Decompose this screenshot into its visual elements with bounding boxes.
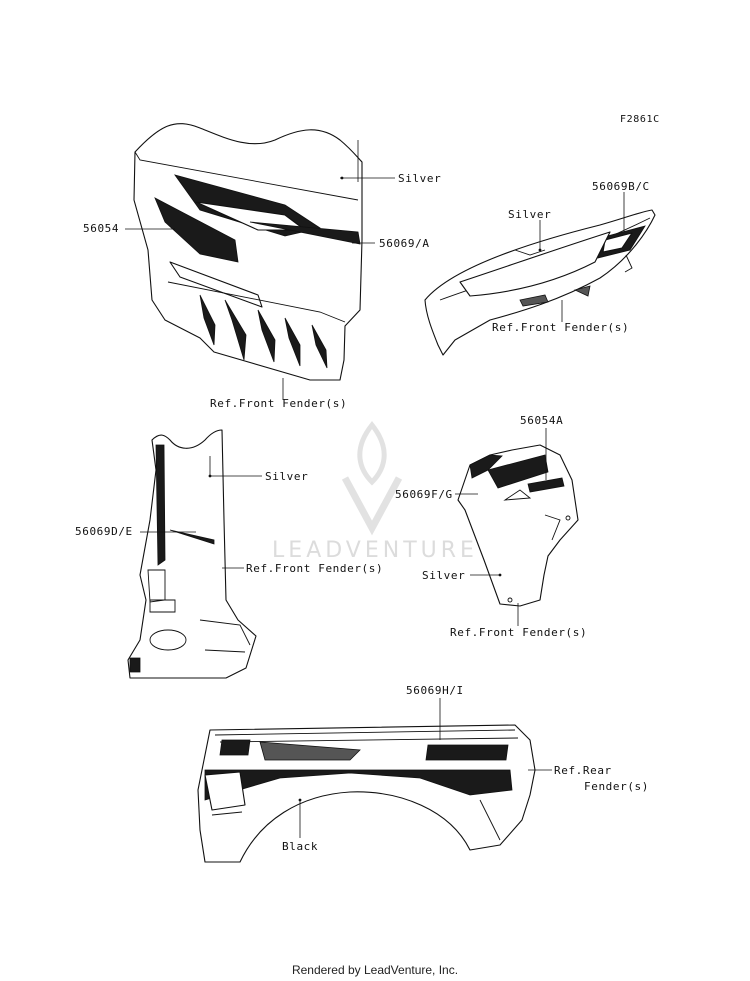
callout-ref-front-fender-c: Ref.Front Fender(s) xyxy=(246,562,383,575)
flame-logo-icon xyxy=(357,420,387,486)
callout-ref-rear-fender-line2: Fender(s) xyxy=(584,780,649,793)
front-fender-b xyxy=(424,209,656,356)
callout-56069-a: 56069/A xyxy=(379,237,430,250)
front-fender-side-c xyxy=(127,429,257,679)
callout-ref-front-fender-b: Ref.Front Fender(s) xyxy=(492,321,629,334)
callout-silver-c: Silver xyxy=(265,470,308,483)
callout-ref-front-fender-d: Ref.Front Fender(s) xyxy=(450,626,587,639)
leadventure-watermark: LEADVENTURE xyxy=(272,420,478,563)
front-fender-d xyxy=(457,444,579,607)
watermark-text: LEADVENTURE xyxy=(272,538,478,563)
footer-credit: Rendered by LeadVenture, Inc. xyxy=(291,963,459,977)
callout-silver-b: Silver xyxy=(508,208,551,221)
callout-silver-a: Silver xyxy=(398,172,441,185)
callout-56054: 56054 xyxy=(83,222,119,235)
rear-fender-e xyxy=(197,724,536,863)
callout-ref-rear-fender-line1: Ref.Rear xyxy=(554,764,612,777)
callout-ref-front-fender-a: Ref.Front Fender(s) xyxy=(210,397,347,410)
callout-56069-f-g: 56069F/G xyxy=(395,488,453,501)
callout-56069-b-c: 56069B/C xyxy=(592,180,650,193)
diagram-code: F2861C xyxy=(620,114,660,125)
v-logo-icon xyxy=(341,476,403,536)
callout-56069-d-e: 56069D/E xyxy=(75,525,133,538)
callout-56069-h-i: 56069H/I xyxy=(406,684,464,697)
front-fender-panel-a xyxy=(133,123,363,381)
callout-black-e: Black xyxy=(282,840,318,853)
callout-56054a: 56054A xyxy=(520,414,563,427)
callout-silver-d: Silver xyxy=(422,569,465,582)
